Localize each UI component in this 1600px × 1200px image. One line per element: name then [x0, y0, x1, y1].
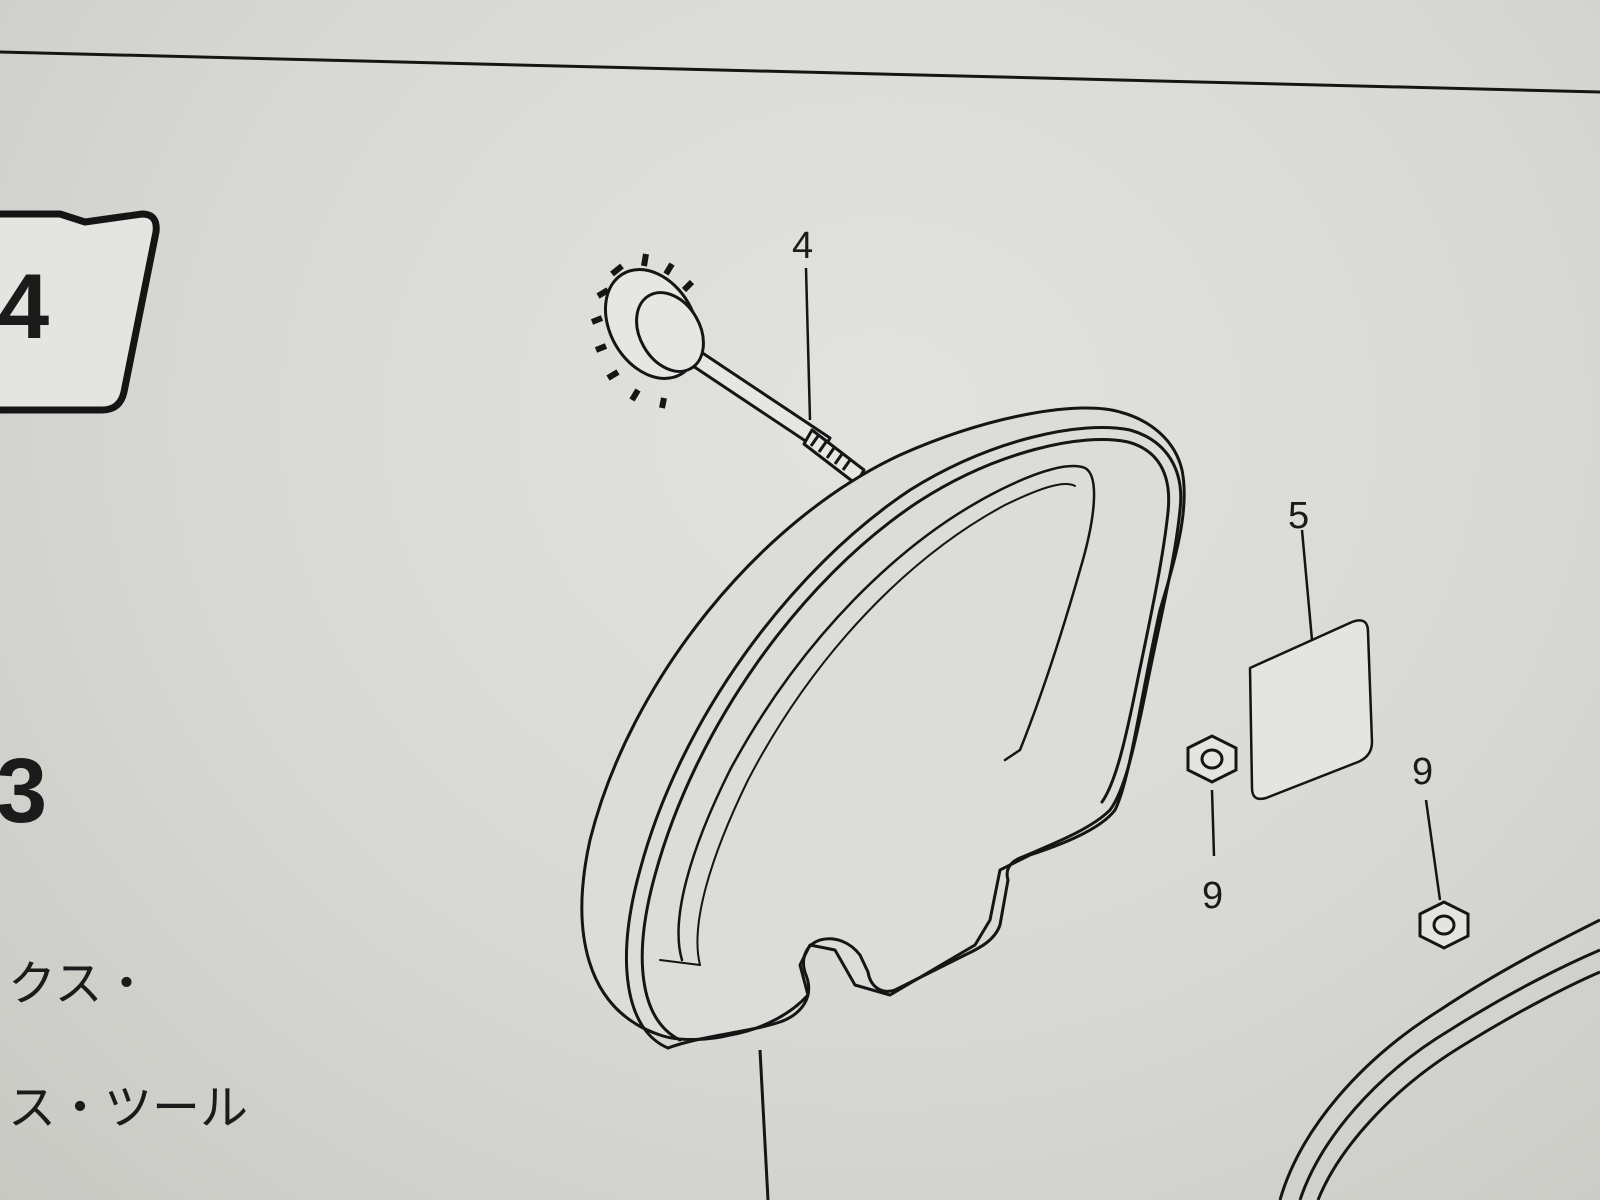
callout-label-9-left: 9	[1202, 875, 1223, 917]
step-number: 4	[0, 256, 49, 358]
leader-line-housing	[758, 1049, 770, 1200]
section-number: 3	[0, 740, 47, 842]
part-9-nut-a	[1186, 734, 1238, 784]
side-text-line2: ス・ツール	[8, 1082, 248, 1135]
callout-label-4: 4	[792, 225, 813, 267]
callout-label-5: 5	[1288, 495, 1309, 537]
step-badge	[0, 210, 160, 414]
second-mirror-partial	[1278, 918, 1600, 1200]
part-5-pad	[1248, 619, 1374, 801]
callout-leaders	[804, 267, 1442, 901]
header-rule	[0, 50, 1600, 94]
part-4-knob-screw	[590, 253, 866, 486]
side-text-line1: クス・	[8, 958, 151, 1011]
part-9-nut-b	[1418, 900, 1470, 950]
callout-label-9-right: 9	[1412, 751, 1433, 793]
mirror-housing	[580, 406, 1186, 1050]
